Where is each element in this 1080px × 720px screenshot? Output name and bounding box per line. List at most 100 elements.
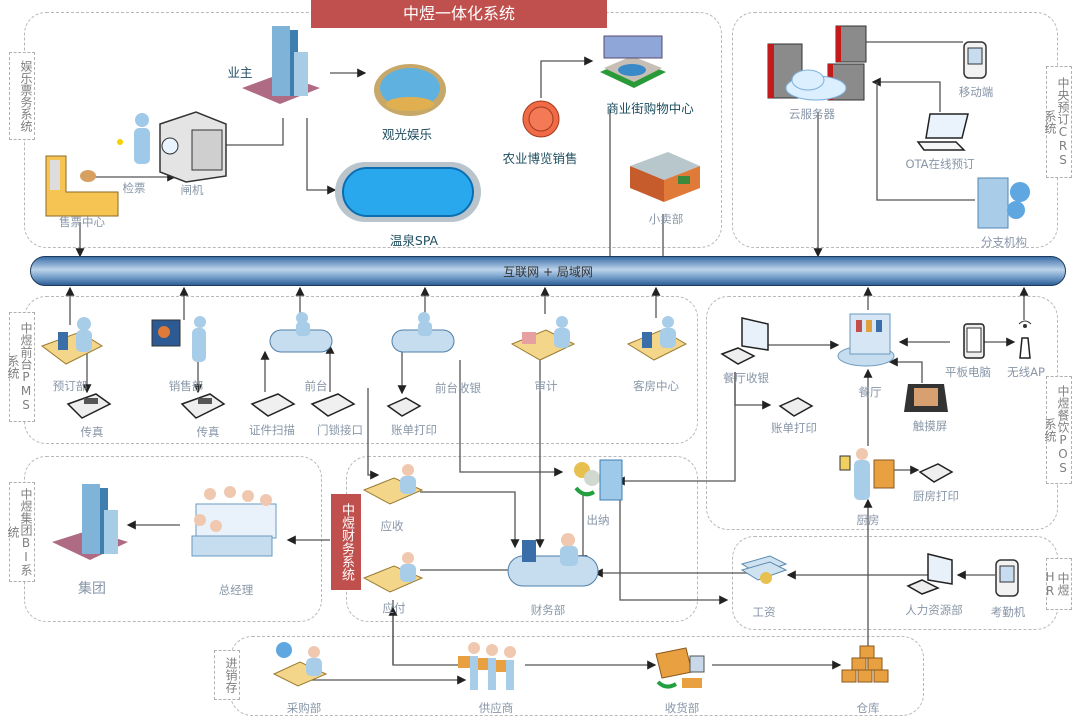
sales-presentation-icon — [151, 316, 206, 362]
meeting-table-icon — [191, 486, 277, 557]
page-title: 中煜一体化系统 — [311, 0, 607, 28]
payroll-documents-icon — [740, 555, 788, 584]
cash-safe-icon — [574, 459, 623, 501]
node-sightseeing-label: 观光娱乐 — [381, 127, 433, 142]
pos-terminal-icon — [720, 317, 769, 365]
fax-icon — [180, 393, 226, 419]
tablet-icon — [963, 323, 985, 359]
node-rest-cashier-label: 餐厅收银 — [723, 371, 769, 385]
node-branch-label: 分支机构 — [981, 235, 1027, 249]
skyscraper-icon — [242, 26, 320, 104]
side-label-hr: 中煜HR — [1043, 558, 1072, 610]
node-spa-label: 温泉SPA — [389, 233, 439, 248]
front-desk-icon — [269, 312, 333, 353]
node-ota-label: OTA在线预订 — [905, 157, 975, 171]
group-hq-building-icon — [52, 484, 128, 560]
node-audit-label: 审计 — [534, 379, 558, 393]
node-kiosk-label: 小卖部 — [648, 212, 684, 226]
mobile-device-icon — [963, 41, 987, 79]
node-door-lock-label: 门锁接口 — [317, 423, 363, 437]
attendance-device-icon — [995, 559, 1019, 597]
housekeeping-agent-icon — [626, 316, 688, 361]
node-front-desk-label: 前台 — [304, 379, 328, 393]
node-payroll-label: 工资 — [752, 605, 776, 619]
node-gm-label: 总经理 — [218, 583, 254, 597]
node-mobile-label: 移动端 — [958, 85, 994, 99]
pool-icon — [335, 162, 481, 222]
node-bill-print-label: 账单打印 — [391, 423, 437, 437]
side-label-entertainment: 娱乐票务系统 — [9, 52, 35, 140]
node-purchasing-label: 采购部 — [286, 701, 322, 715]
node-tablet-label: 平板电脑 — [945, 365, 991, 379]
node-cloud-label: 云服务器 — [789, 107, 835, 121]
guard-icon — [117, 113, 150, 164]
warehouse-boxes-icon — [841, 645, 889, 683]
node-pos-bill-print-label: 账单打印 — [771, 421, 817, 435]
store-icon — [630, 152, 700, 202]
sightseeing-icon — [374, 64, 446, 116]
node-fax1-label: 传真 — [80, 425, 104, 439]
node-receiving-label: 收货部 — [664, 701, 700, 715]
bill-printer-icon — [386, 397, 422, 417]
scanner-icon — [250, 393, 296, 417]
node-reservation-label: 预订部 — [52, 379, 88, 393]
touchscreen-icon — [904, 384, 948, 412]
node-supplier-label: 供应商 — [478, 701, 514, 715]
finance-department-icon — [507, 533, 599, 587]
node-finance-dept-label: 财务部 — [530, 603, 566, 617]
node-touchscreen-label: 触摸屏 — [912, 419, 948, 433]
network-bus-label: 互联网 + 局域网 — [503, 265, 593, 279]
cashier-desk-icon — [391, 312, 455, 353]
side-label-inventory: 进销存 — [214, 650, 240, 700]
receivable-clerk-icon — [362, 464, 424, 505]
shopping-mall-icon — [600, 35, 666, 88]
reservation-agent-icon — [40, 317, 104, 365]
delivery-truck-icon — [655, 647, 705, 689]
expo-badge-icon — [522, 100, 560, 138]
node-shopping-label: 商业街购物中心 — [606, 101, 694, 116]
cloud-server-icon — [767, 25, 867, 101]
node-payable-label: 应付 — [382, 601, 406, 615]
node-wifi-ap-label: 无线AP — [1007, 365, 1045, 379]
side-label-crs: 中央预订CRS系统 — [1043, 66, 1072, 178]
ticket-counter-icon — [45, 155, 119, 217]
auditor-icon — [510, 316, 576, 361]
side-label-pms: 中煜前台PMS系统 — [6, 312, 35, 422]
side-label-bi: 中煜集团BI系统 — [6, 482, 35, 582]
kitchen-printer-icon — [918, 463, 954, 483]
node-teller-label: 出纳 — [586, 513, 610, 527]
node-agri-expo-label: 农业博览销售 — [502, 151, 578, 166]
node-owner-label: 业主 — [227, 65, 253, 80]
purchasing-agent-icon — [272, 642, 328, 687]
node-group-label: 集团 — [78, 581, 106, 597]
node-hr-dept-label: 人力资源部 — [905, 603, 963, 617]
node-gate-label: 闸机 — [180, 183, 204, 197]
turnstile-gate-icon — [159, 111, 227, 183]
node-kitchen-print-label: 厨房打印 — [913, 489, 959, 503]
node-cashier-label: 前台收银 — [435, 381, 481, 395]
node-housekeeping-label: 客房中心 — [633, 379, 679, 393]
door-lock-encoder-icon — [310, 393, 356, 417]
node-warehouse-label: 仓库 — [856, 701, 880, 715]
node-sales-label: 销售部 — [168, 379, 204, 393]
wifi-ap-icon — [1018, 320, 1032, 359]
node-attendance-label: 考勤机 — [990, 605, 1026, 619]
laptop-icon — [916, 113, 969, 151]
node-receivable-label: 应收 — [380, 519, 404, 533]
branch-office-icon — [977, 177, 1030, 229]
payable-clerk-icon — [362, 552, 424, 593]
node-kitchen-label: 厨房 — [856, 513, 880, 527]
node-id-scan-label: 证件扫描 — [249, 423, 295, 437]
chef-icon — [839, 448, 895, 500]
hr-computer-icon — [906, 553, 953, 595]
side-label-pos: 中煜餐饮POS系统 — [1043, 376, 1072, 484]
node-ticket-center-label: 售票中心 — [59, 215, 105, 229]
fax-icon — [66, 393, 112, 419]
side-label-finance: 中煜财务系统 — [331, 494, 361, 590]
restaurant-icon — [837, 313, 895, 367]
network-bus: 互联网 + 局域网 — [30, 256, 1066, 286]
node-fax2-label: 传真 — [196, 425, 220, 439]
node-restaurant-label: 餐厅 — [858, 385, 882, 399]
bill-printer-icon — [778, 397, 814, 417]
supplier-group-icon — [458, 642, 516, 690]
